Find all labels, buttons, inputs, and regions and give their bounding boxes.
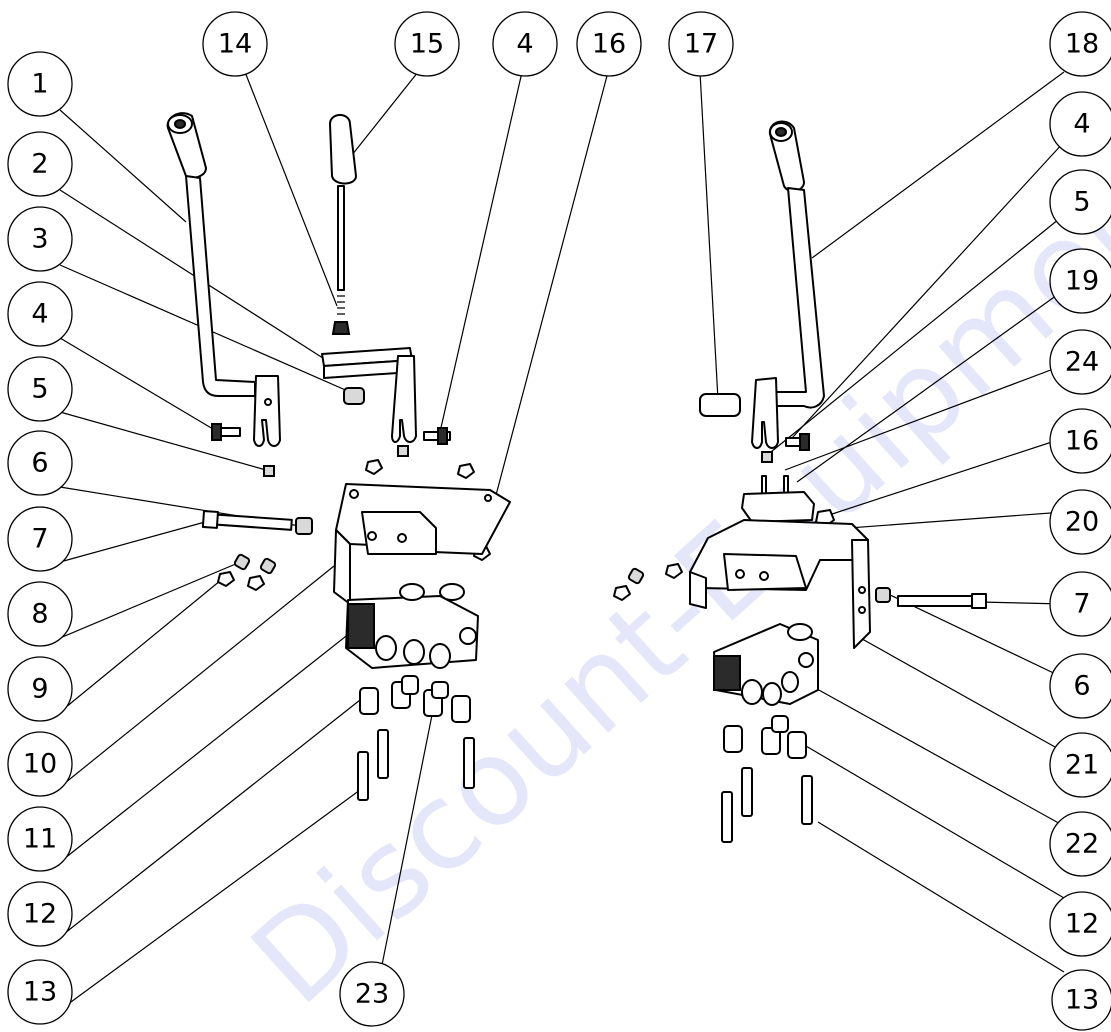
callout-1: 1 [7, 51, 73, 117]
handle-lever-left [166, 112, 281, 447]
svg-text:13: 13 [1065, 985, 1099, 1016]
svg-text:5: 5 [1073, 187, 1090, 218]
callout-5-left: 5 [7, 356, 73, 422]
callout-11: 11 [7, 806, 73, 872]
sleeve-17 [699, 393, 741, 417]
lever-bracket [321, 347, 417, 443]
callout-10: 10 [7, 731, 73, 797]
svg-text:14: 14 [218, 29, 252, 60]
svg-text:24: 24 [1065, 347, 1099, 378]
callout-4-left: 4 [7, 281, 73, 347]
callout-24: 24 [1049, 329, 1111, 395]
callout-6-left: 6 [7, 430, 73, 496]
svg-text:19: 19 [1065, 266, 1099, 297]
bolt-4-right [785, 433, 810, 451]
svg-text:8: 8 [31, 599, 48, 630]
callout-2: 2 [7, 131, 73, 197]
svg-text:16: 16 [592, 29, 626, 60]
svg-text:12: 12 [23, 899, 57, 930]
svg-text:5: 5 [31, 374, 48, 405]
callout-7-right: 7 [1049, 571, 1111, 637]
svg-text:13: 13 [23, 977, 57, 1008]
valve-block-right [713, 623, 819, 706]
callout-4-top: 4 [492, 11, 558, 77]
callout-5-right: 5 [1049, 169, 1111, 235]
callout-16-right: 16 [1049, 408, 1111, 474]
long-bolt-7-left [201, 510, 293, 531]
callout-21: 21 [1049, 732, 1111, 798]
svg-text:7: 7 [1073, 589, 1090, 620]
callout-19: 19 [1049, 248, 1111, 314]
callout-3: 3 [7, 206, 73, 272]
svg-text:3: 3 [31, 224, 48, 255]
svg-text:18: 18 [1065, 29, 1099, 60]
screws-right [721, 767, 813, 843]
callout-14: 14 [202, 11, 268, 77]
callout-13-right: 13 [1051, 969, 1111, 1031]
callout-15: 15 [394, 11, 460, 77]
left-assembly [166, 112, 511, 801]
callout-6-right: 6 [1049, 653, 1111, 719]
svg-text:1: 1 [31, 69, 48, 100]
pin-center [397, 445, 409, 457]
long-bolt-7-right [897, 593, 987, 609]
svg-text:16: 16 [1065, 426, 1099, 457]
fittings-right [723, 715, 807, 759]
svg-text:11: 11 [23, 824, 57, 855]
callout-7-left: 7 [7, 506, 73, 572]
valve-block-left [345, 583, 479, 669]
svg-text:6: 6 [1073, 671, 1090, 702]
bolt-4-left [211, 423, 241, 441]
svg-text:4: 4 [516, 29, 533, 60]
bracket-24 [741, 491, 815, 523]
screws-left [357, 729, 475, 801]
leader-lines [59, 71, 1065, 1011]
bushing-3 [343, 387, 365, 405]
svg-text:22: 22 [1065, 829, 1099, 860]
pin-5-right [761, 451, 773, 463]
callout-16-top: 16 [576, 11, 642, 77]
svg-text:9: 9 [31, 674, 48, 705]
nuts-right [613, 563, 683, 601]
svg-text:10: 10 [23, 749, 57, 780]
bolt-4-center [423, 427, 451, 445]
svg-text:20: 20 [1065, 507, 1099, 538]
callout-20: 20 [1049, 489, 1111, 555]
svg-text:2: 2 [31, 149, 48, 180]
svg-text:21: 21 [1065, 750, 1099, 781]
mount-plate-left [333, 483, 511, 605]
callout-13-left: 13 [7, 959, 73, 1025]
pin-5-left [263, 465, 275, 477]
svg-text:4: 4 [31, 299, 48, 330]
svg-text:12: 12 [1065, 909, 1099, 940]
handle-lever-right [751, 120, 825, 449]
callouts: 1 2 3 4 5 6 7 8 9 10 11 12 13 14 15 4 16… [7, 11, 1111, 1031]
mount-plate-right [689, 519, 871, 649]
callout-12-right: 12 [1049, 891, 1111, 957]
spacer-6-left [295, 517, 313, 535]
callout-22: 22 [1049, 811, 1111, 877]
fittings-left [359, 675, 471, 723]
svg-text:6: 6 [31, 448, 48, 479]
callout-12-left: 12 [7, 881, 73, 947]
callout-17: 17 [668, 11, 734, 77]
svg-text:23: 23 [355, 979, 389, 1010]
right-assembly [613, 120, 987, 843]
spacer-6-right [875, 587, 891, 603]
callout-8: 8 [7, 581, 73, 647]
callout-9: 9 [7, 656, 73, 722]
svg-text:7: 7 [31, 524, 48, 555]
svg-text:17: 17 [684, 29, 718, 60]
svg-text:15: 15 [410, 29, 444, 60]
handle-short [329, 114, 357, 335]
callout-23: 23 [339, 961, 405, 1027]
callout-18: 18 [1049, 11, 1111, 77]
svg-text:4: 4 [1073, 109, 1090, 140]
callout-4-right: 4 [1049, 91, 1111, 157]
